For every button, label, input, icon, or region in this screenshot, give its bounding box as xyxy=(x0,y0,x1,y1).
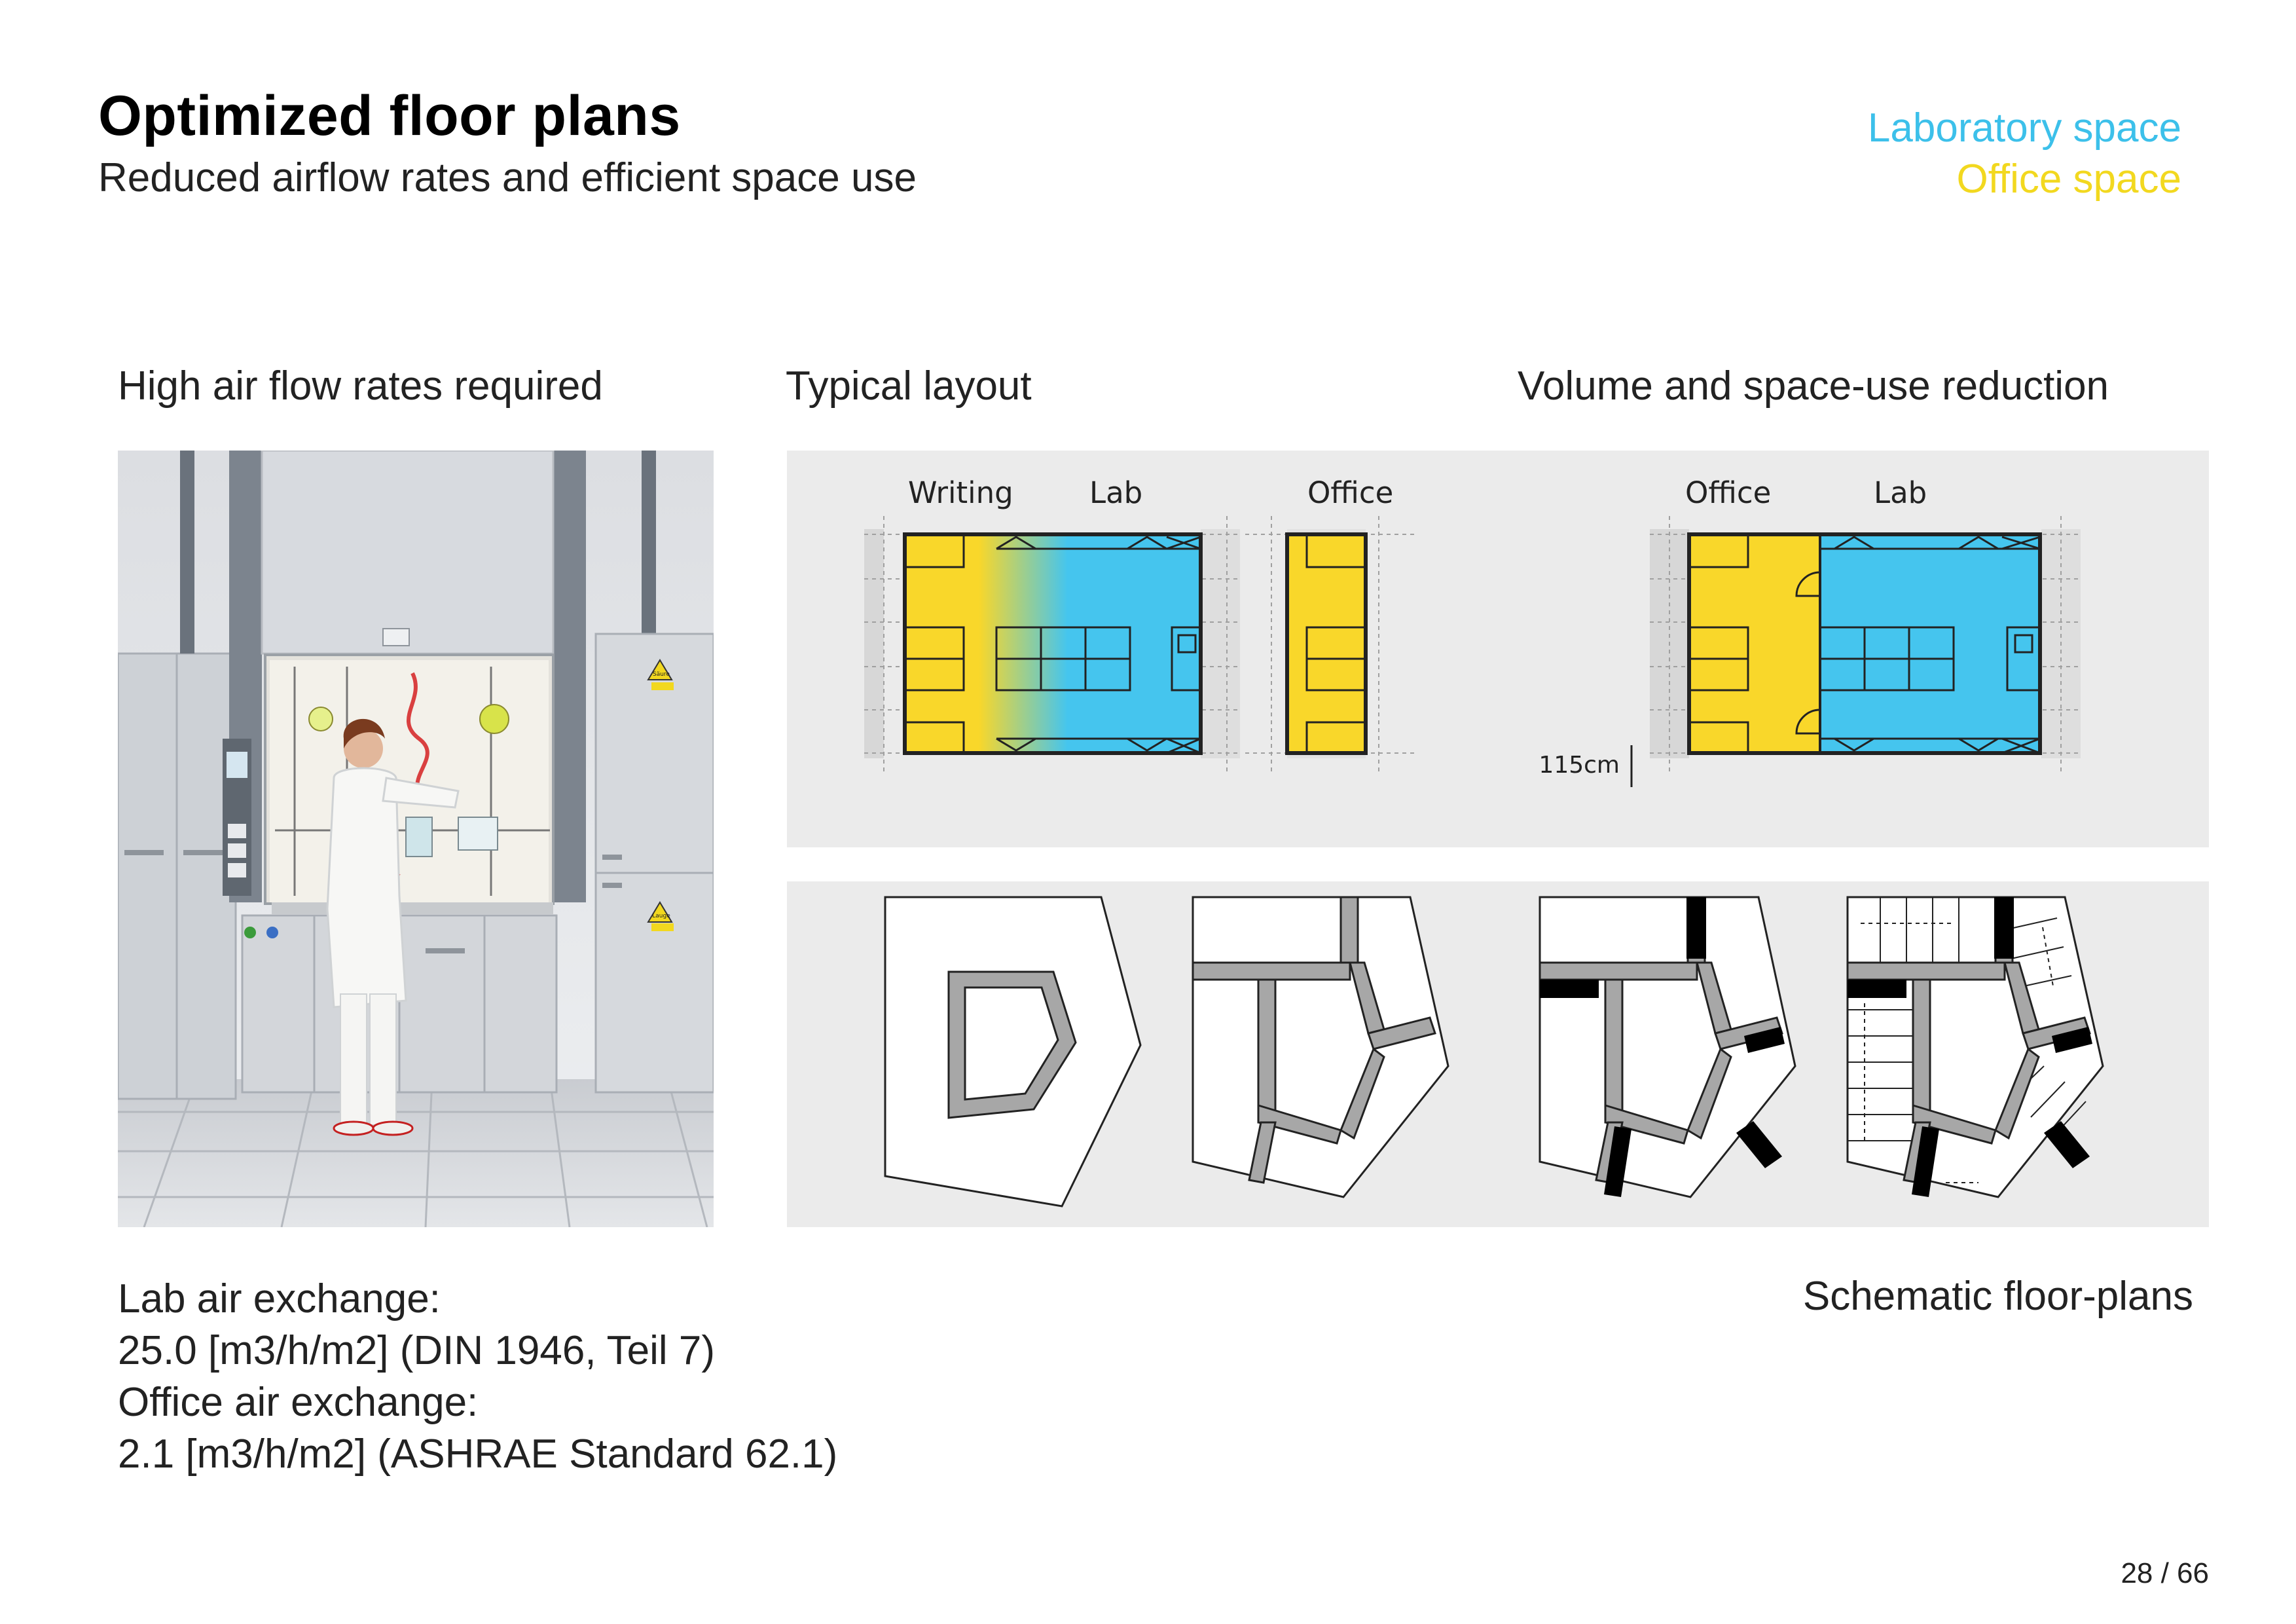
schematic-caption: Schematic floor-plans xyxy=(1802,1274,2193,1319)
schematic-plan-branch xyxy=(1192,896,1449,1198)
schematic-plans-svg xyxy=(884,896,2104,1208)
typical-lab-plan xyxy=(864,516,1240,771)
page-title: Optimized floor plans xyxy=(98,84,681,147)
layout-comparison-panel: Writing Lab Office Office Lab 115cm xyxy=(787,451,2209,847)
reduced-plan xyxy=(1630,516,2081,787)
office-air-exchange-heading: Office air exchange: xyxy=(118,1380,479,1425)
section-heading-typical-layout: Typical layout xyxy=(786,363,1032,409)
label-office: Office xyxy=(1307,475,1393,510)
typical-office-plan xyxy=(1245,516,1415,771)
fume-hood-illustration xyxy=(118,451,714,1227)
label-lab-reduced: Lab xyxy=(1874,475,1927,510)
lab-air-exchange-heading: Lab air exchange: xyxy=(118,1276,441,1321)
legend-office: Office space xyxy=(1956,157,2181,202)
label-writing: Writing xyxy=(908,475,1013,510)
layout-plans-svg: Writing Lab Office Office Lab 115cm xyxy=(864,475,2081,787)
scientist-figure xyxy=(326,718,460,1136)
schematic-plan-ring xyxy=(884,896,1142,1208)
section-heading-airflow: High air flow rates required xyxy=(118,363,603,409)
sign-label-top: Säure xyxy=(653,671,670,678)
label-office-reduced: Office xyxy=(1685,475,1771,510)
label-lab: Lab xyxy=(1089,475,1142,510)
schematic-plans-panel xyxy=(787,881,2209,1227)
schematic-plan-doors xyxy=(1539,896,1796,1198)
dimension-label: 115cm xyxy=(1539,752,1620,779)
legend-laboratory: Laboratory space xyxy=(1867,105,2181,151)
page-number: 28 / 66 xyxy=(2121,1557,2209,1589)
lab-air-exchange-value: 25.0 [m3/h/m2] (DIN 1946, Teil 7) xyxy=(118,1328,716,1373)
office-air-exchange-value: 2.1 [m3/h/m2] (ASHRAE Standard 62.1) xyxy=(118,1431,838,1477)
schematic-plan-subdivided xyxy=(1846,896,2104,1198)
page-subtitle: Reduced airflow rates and efficient spac… xyxy=(98,155,917,200)
lab-fume-hood-photo: Säure Lauge xyxy=(118,451,714,1227)
section-heading-reduction: Volume and space-use reduction xyxy=(1518,363,2109,409)
air-exchange-text: Lab air exchange: 25.0 [m3/h/m2] (DIN 19… xyxy=(118,1273,837,1480)
sign-label-bottom: Lauge xyxy=(652,913,670,919)
